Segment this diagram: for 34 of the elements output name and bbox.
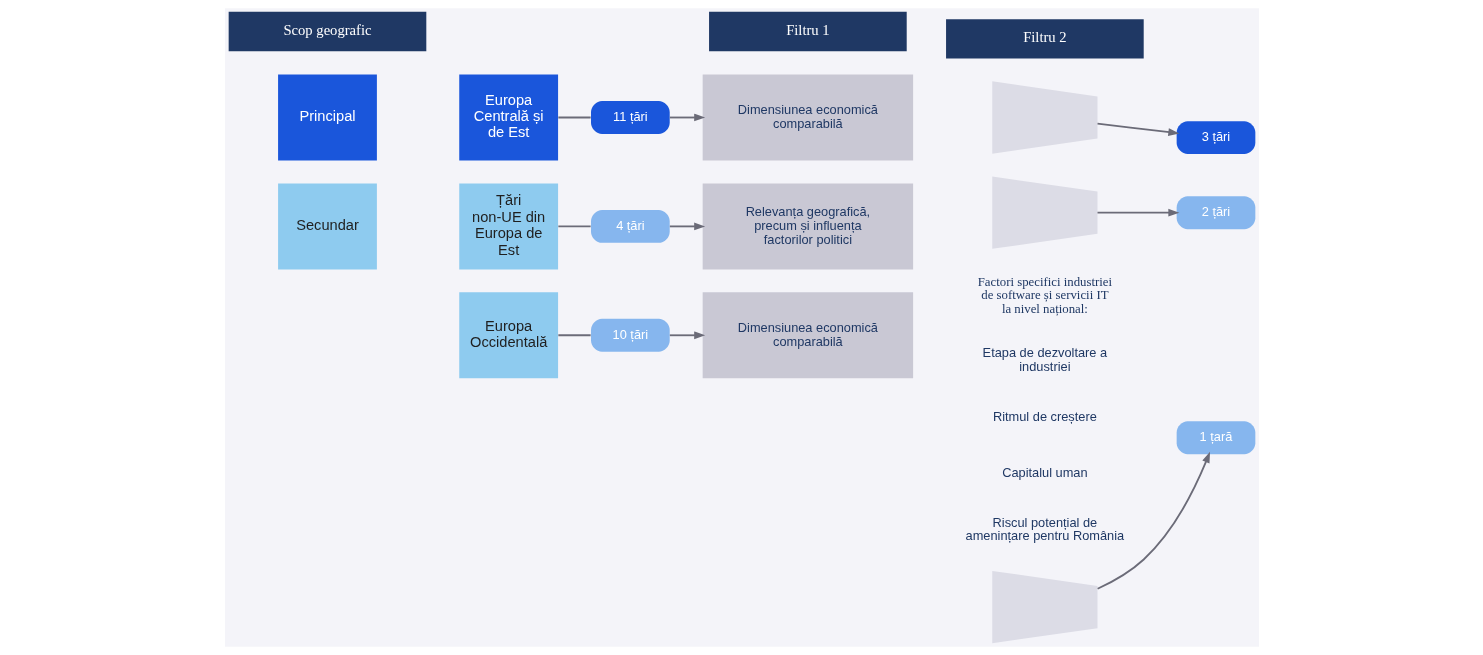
connector bbox=[556, 116, 592, 119]
node-box: Dimensiunea economică comparabilă bbox=[702, 74, 913, 161]
node-box: Relevanța geografică, precum și influența factorilor politici bbox=[702, 183, 913, 270]
node-box: 2 țări bbox=[1176, 196, 1255, 230]
label: Factori specifici industriei de software și servicii IT la nivel național: bbox=[977, 274, 1112, 317]
node-box: 10 țări bbox=[590, 318, 670, 352]
node-funnel bbox=[991, 570, 1097, 644]
node-box: 11 țări bbox=[590, 101, 670, 134]
node-funnel bbox=[991, 176, 1097, 249]
node-box: Scop geografic bbox=[228, 11, 426, 52]
node-box: 1 țară bbox=[1176, 421, 1255, 455]
arrow bbox=[1096, 451, 1210, 590]
node-box: Țări non-UE din Europa de Est bbox=[458, 183, 558, 270]
node-box: Filtru 1 bbox=[708, 11, 907, 52]
node-box: Filtru 2 bbox=[945, 19, 1144, 59]
label: Ritmul de creștere bbox=[992, 409, 1097, 425]
node-box: Dimensiunea economică comparabilă bbox=[702, 292, 913, 379]
node-box: Europa Centrală și de Est bbox=[458, 74, 558, 161]
connector bbox=[556, 225, 592, 228]
node-funnel bbox=[991, 81, 1097, 154]
node-box: 3 țări bbox=[1176, 121, 1255, 155]
node-box: Europa Occidentală bbox=[458, 292, 558, 379]
connector bbox=[556, 334, 592, 337]
arrow bbox=[1096, 122, 1179, 136]
node-box: Secundar bbox=[277, 183, 377, 270]
node-box: 4 țări bbox=[590, 209, 670, 243]
label: Capitalul uman bbox=[1001, 464, 1088, 480]
label: Etapa de dezvoltare a industriei bbox=[982, 345, 1107, 375]
node-box: Principal bbox=[277, 74, 377, 161]
arrow bbox=[668, 222, 705, 231]
arrow bbox=[668, 331, 705, 340]
arrow bbox=[1096, 208, 1179, 217]
arrow bbox=[668, 113, 705, 122]
label: Riscul potențial de amenințare pentru România bbox=[965, 514, 1124, 544]
